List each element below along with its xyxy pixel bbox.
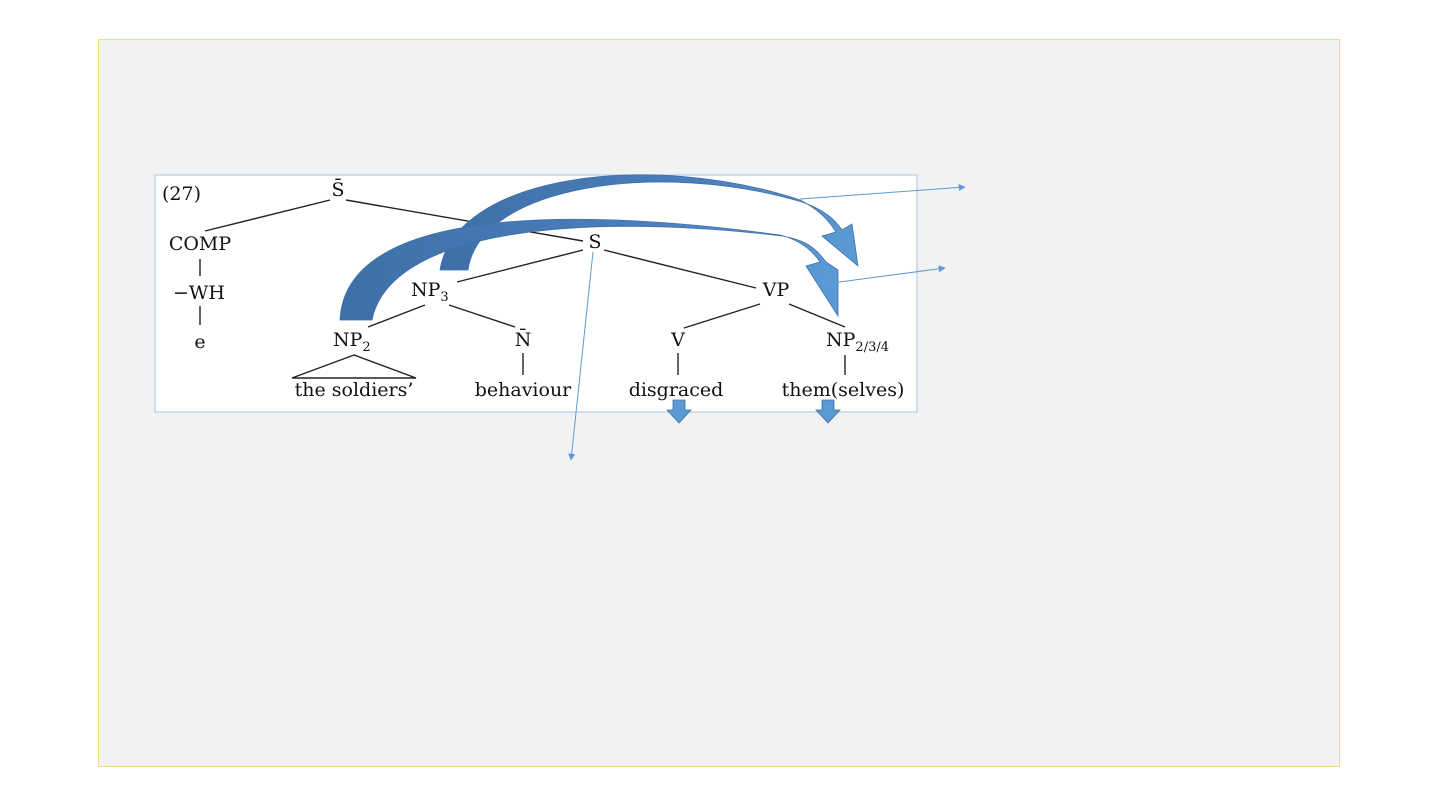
node-comp: COMP <box>169 233 232 255</box>
edge-sbar-s <box>345 199 584 242</box>
node-n-bar: N̄ <box>515 328 532 351</box>
node-v: V <box>670 329 685 351</box>
triangle-np2 <box>291 354 417 379</box>
tree-labels: (27) S̄ COMP −WH e S NP3 VP NP2 N̄ V NP2… <box>162 178 904 401</box>
node-e: e <box>194 331 205 353</box>
node-s-bar: S̄ <box>331 178 344 201</box>
arc-arrow-np2-to-np234 <box>339 218 839 321</box>
node-wh: −WH <box>173 282 225 304</box>
word-behaviour: behaviour <box>475 379 572 401</box>
node-np234: NP2/3/4 <box>826 329 889 355</box>
edge-vp-np234 <box>788 303 846 328</box>
node-s: S <box>588 231 601 253</box>
edge-s-np3 <box>456 249 584 283</box>
pointer-line-upper <box>799 183 966 200</box>
example-number: (27) <box>162 183 201 205</box>
tree-figure-panel <box>154 174 918 413</box>
node-np3: NP3 <box>411 279 449 305</box>
word-the-soldiers: the soldiers’ <box>295 379 414 401</box>
edge-np3-np2 <box>367 304 426 328</box>
tree-edges <box>199 199 846 379</box>
binding-arrows <box>339 174 859 321</box>
edge-sbar-comp <box>204 199 331 232</box>
pointer-line-down <box>568 251 594 461</box>
edge-np3-nbar <box>448 304 516 328</box>
node-vp: VP <box>762 279 790 301</box>
pointer-line-middle <box>831 265 946 284</box>
down-arrow-disgraced <box>666 399 692 424</box>
arc-arrow-np3-to-vp <box>439 174 859 271</box>
down-arrow-themselves <box>815 399 841 424</box>
edge-vp-v <box>683 303 761 329</box>
word-disgraced: disgraced <box>629 379 724 401</box>
node-np2: NP2 <box>333 329 371 355</box>
edge-s-vp <box>603 249 757 289</box>
word-themselves: them(selves) <box>782 379 905 401</box>
